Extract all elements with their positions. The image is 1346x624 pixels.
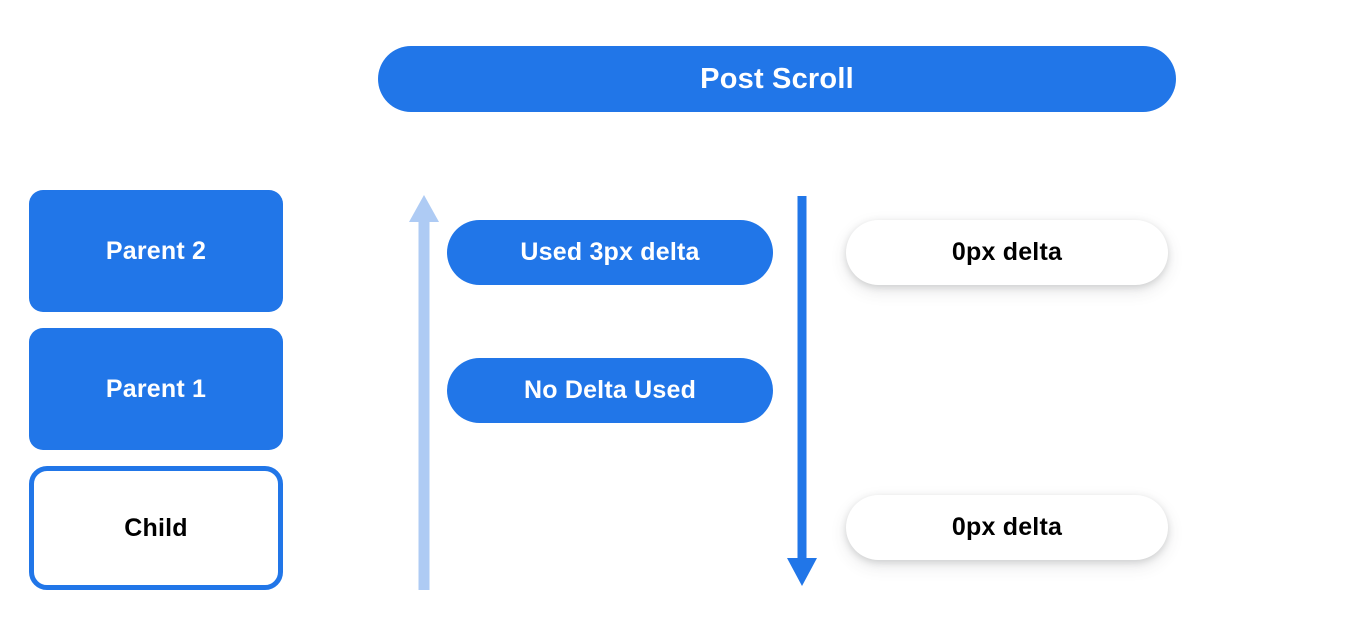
result-pill-0px-delta-bottom-label: 0px delta (951, 513, 1063, 541)
scroll-chain-down-arrow-icon (787, 196, 817, 586)
stack-box-child: Child (29, 466, 283, 590)
delta-pill-used-3px-label: Used 3px delta (520, 238, 700, 266)
stack-box-parent-1-label: Parent 1 (105, 374, 207, 403)
stack-box-parent-1: Parent 1 (29, 328, 283, 450)
result-pill-0px-delta-top: 0px delta (846, 220, 1168, 285)
scroll-chain-up-arrow-icon (409, 195, 439, 590)
delta-pill-no-delta-used-label: No Delta Used (523, 376, 697, 404)
delta-pill-used-3px: Used 3px delta (447, 220, 773, 285)
stack-box-child-label: Child (124, 513, 188, 542)
post-scroll-header-label: Post Scroll (700, 62, 854, 95)
result-pill-0px-delta-top-label: 0px delta (951, 238, 1063, 266)
stack-box-parent-2: Parent 2 (29, 190, 283, 312)
stack-box-parent-2-label: Parent 2 (105, 236, 207, 265)
post-scroll-header-pill: Post Scroll (378, 46, 1176, 112)
delta-pill-no-delta-used: No Delta Used (447, 358, 773, 423)
result-pill-0px-delta-bottom: 0px delta (846, 495, 1168, 560)
